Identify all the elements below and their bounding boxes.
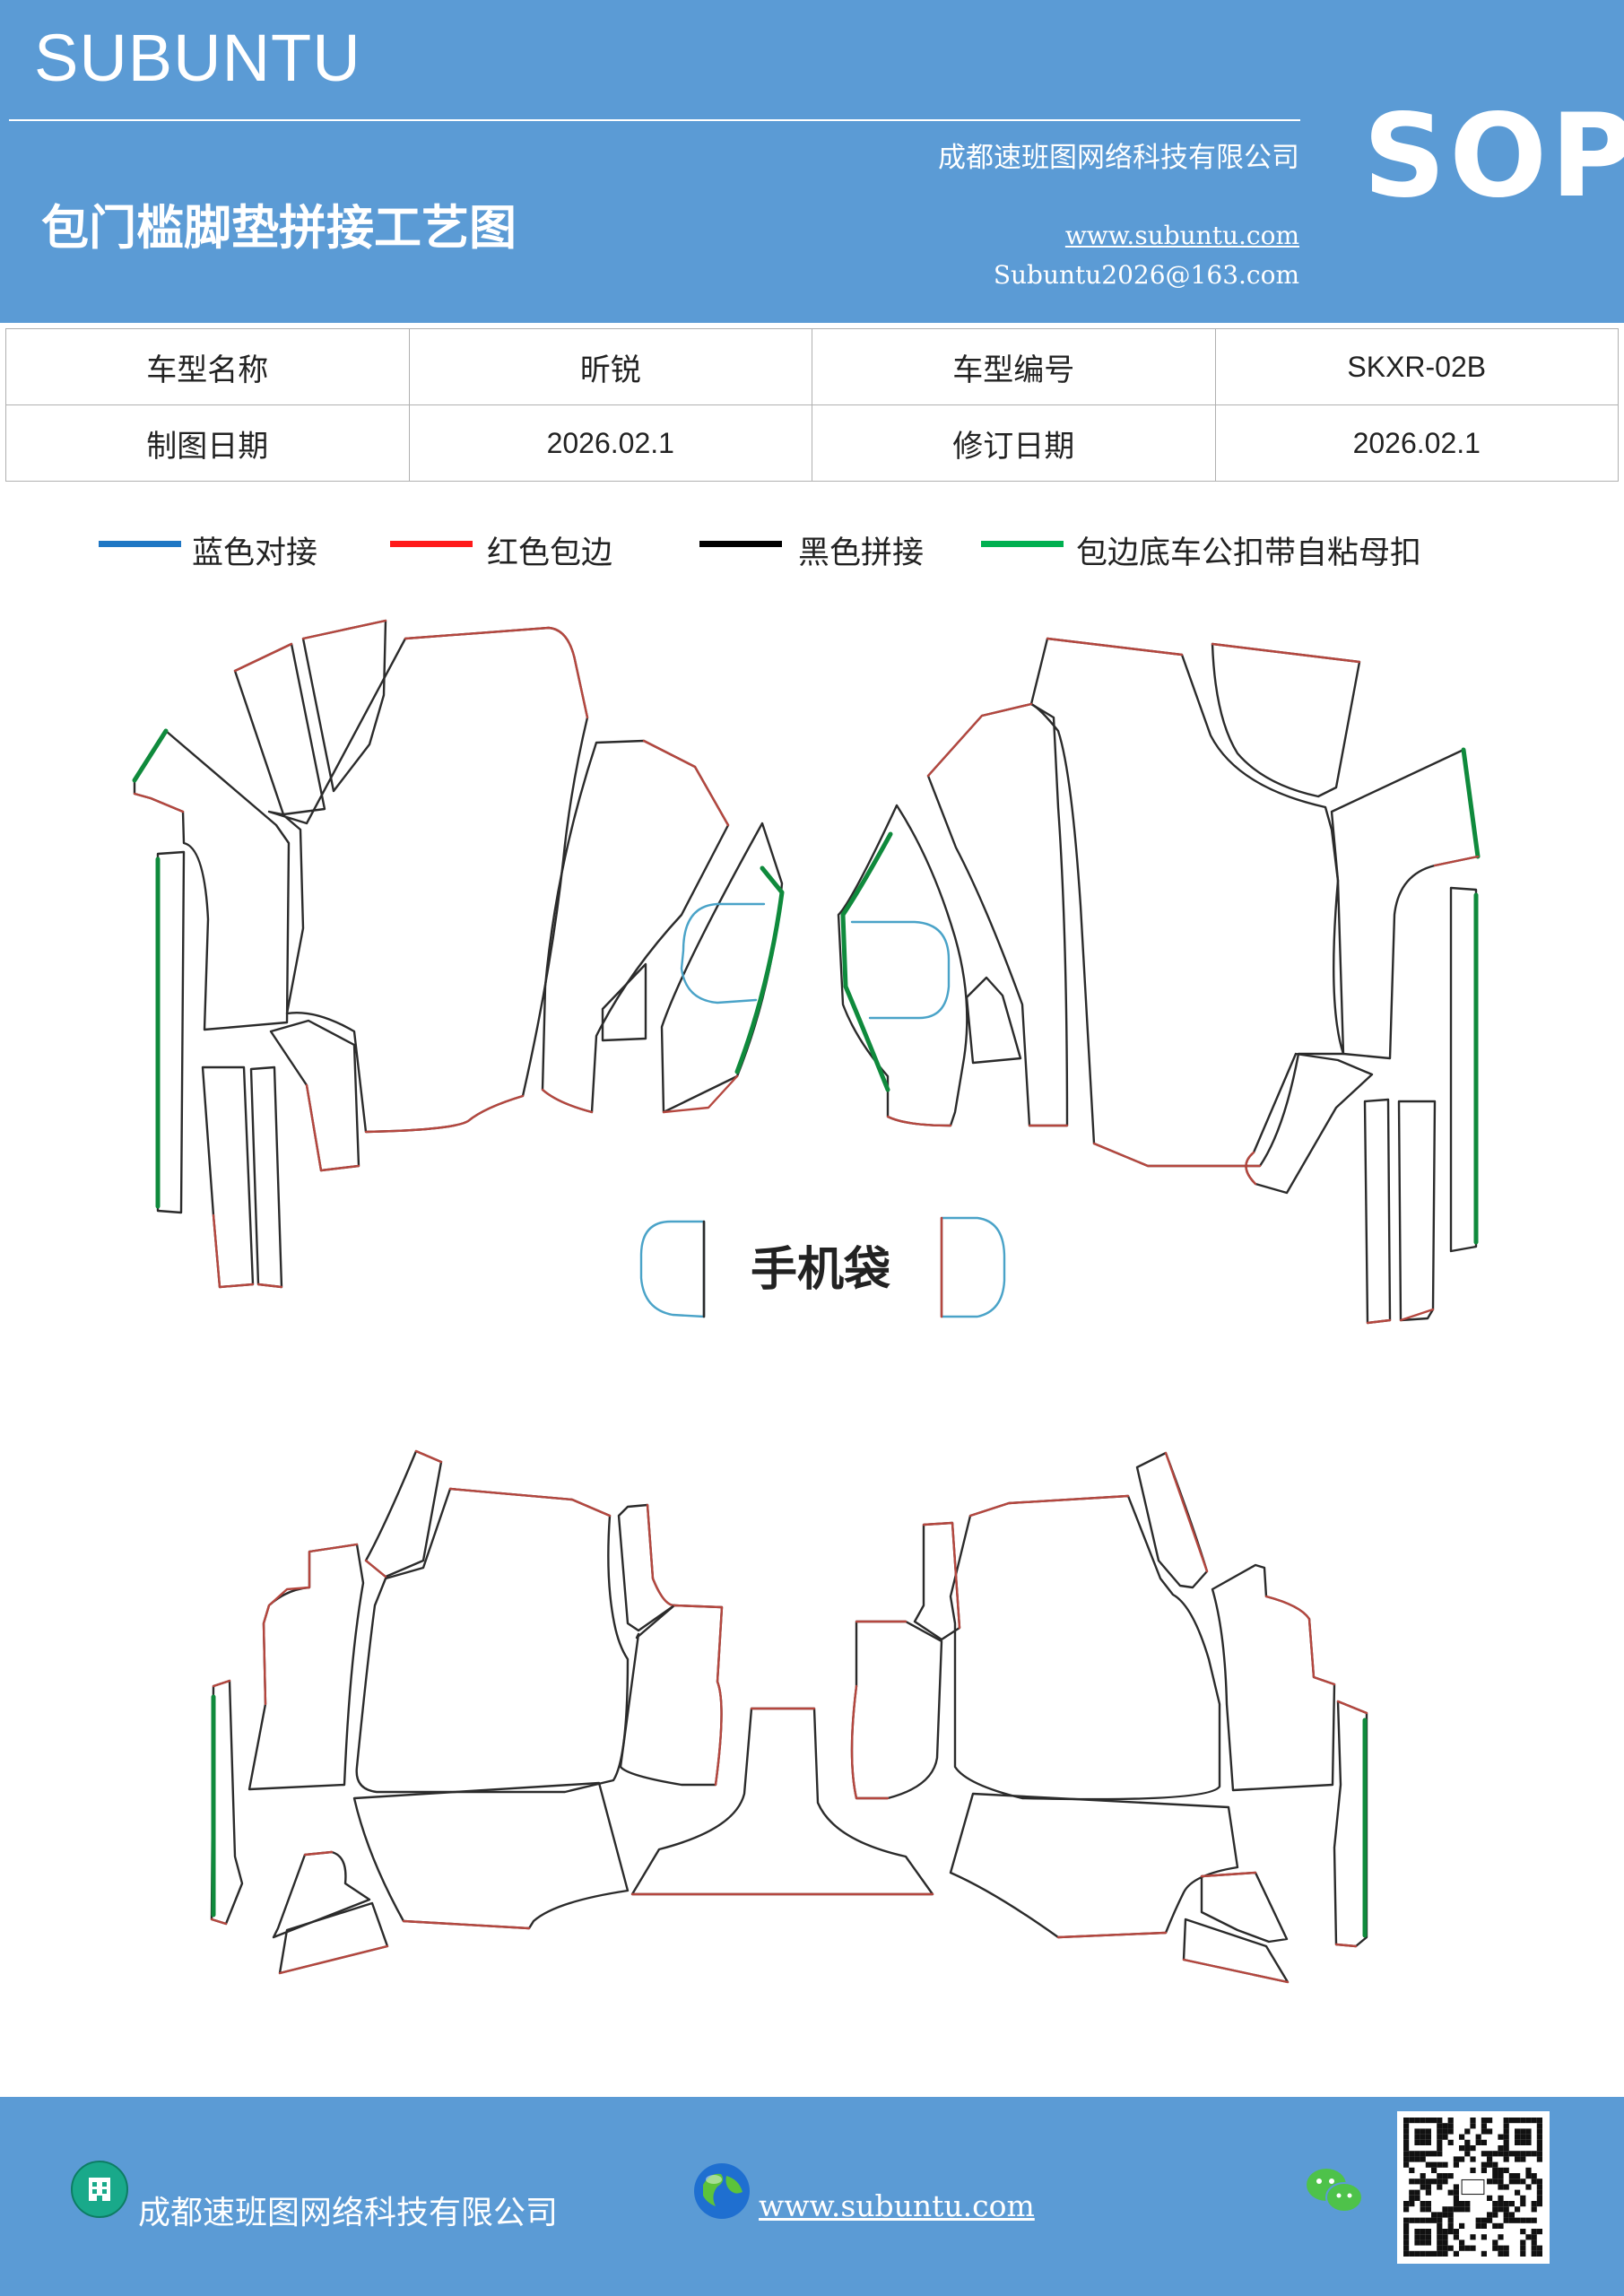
footer-website-link[interactable]: www.subuntu.com bbox=[759, 2188, 1035, 2223]
color-legend: 蓝色对接 红色包边 黑色拼接 包边底车公扣带自粘母扣 bbox=[0, 527, 1624, 572]
building-icon bbox=[71, 2161, 128, 2218]
floor-mat-pattern-diagram: 手机袋 bbox=[132, 619, 1481, 1984]
header-banner: SUBUNTU 成都速班图网络科技有限公司 包门槛脚垫拼接工艺图 www.sub… bbox=[0, 0, 1624, 323]
phone-pocket-label: 手机袋 bbox=[751, 1243, 890, 1297]
legend-label: 包边底车公扣带自粘母扣 bbox=[1076, 535, 1422, 571]
mat-rear-left bbox=[210, 1449, 724, 1975]
table-row: 车型名称 昕锐 车型编号 SKXR-02B bbox=[5, 328, 1619, 405]
document-title: 包门槛脚垫拼接工艺图 bbox=[41, 200, 517, 256]
table-cell-value: SKXR-02B bbox=[1214, 328, 1619, 405]
globe-icon bbox=[694, 2163, 750, 2219]
wechat-icon bbox=[1307, 2169, 1363, 2213]
table-cell-label: 车型编号 bbox=[812, 328, 1216, 405]
legend-label: 黑色拼接 bbox=[798, 535, 925, 571]
legend-swatch bbox=[99, 541, 181, 547]
header-company-name: 成都速班图网络科技有限公司 bbox=[938, 142, 1299, 174]
legend-label: 蓝色对接 bbox=[192, 535, 318, 571]
footer-banner: 成都速班图网络科技有限公司 www.subuntu.com bbox=[0, 2097, 1624, 2296]
brand-logo-text: SUBUNTU bbox=[34, 21, 361, 95]
mat-front-left bbox=[132, 619, 785, 1289]
header-website-link[interactable]: www.subuntu.com bbox=[1064, 221, 1299, 250]
footer-company-name: 成都速班图网络科技有限公司 bbox=[138, 2195, 559, 2231]
legend-swatch bbox=[390, 541, 473, 547]
legend-swatch bbox=[699, 541, 782, 547]
mat-rear-right bbox=[850, 1451, 1368, 1984]
mat-front-right bbox=[837, 637, 1481, 1325]
table-cell-value: 2026.02.1 bbox=[1214, 404, 1619, 482]
mat-rear-center-tunnel bbox=[630, 1707, 934, 1896]
table-cell-value: 2026.02.1 bbox=[408, 404, 812, 482]
vehicle-info-table: 车型名称 昕锐 车型编号 SKXR-02B 制图日期 2026.02.1 修订日… bbox=[5, 328, 1619, 482]
header-divider bbox=[9, 119, 1300, 121]
legend-swatch bbox=[981, 541, 1064, 547]
qr-code bbox=[1397, 2111, 1550, 2264]
legend-label: 红色包边 bbox=[487, 535, 613, 571]
table-cell-label: 车型名称 bbox=[5, 328, 410, 405]
table-cell-label: 制图日期 bbox=[5, 404, 410, 482]
table-cell-value: 昕锐 bbox=[408, 328, 812, 405]
phone-pocket-shapes bbox=[639, 1216, 1006, 1318]
sop-badge: SOP bbox=[1363, 90, 1624, 223]
table-row: 制图日期 2026.02.1 修订日期 2026.02.1 bbox=[5, 404, 1619, 482]
header-email: Subuntu2026@163.com bbox=[993, 260, 1299, 290]
table-cell-label: 修订日期 bbox=[812, 404, 1216, 482]
